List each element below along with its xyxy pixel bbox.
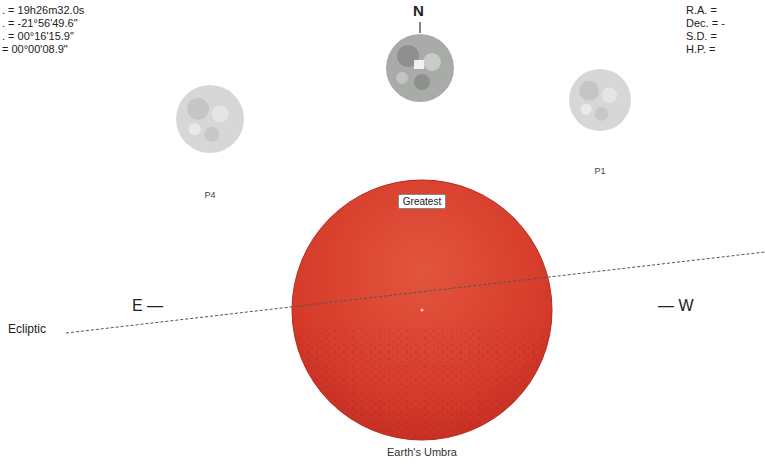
contact-label: P1 xyxy=(594,166,605,176)
ecliptic-label: Ecliptic xyxy=(8,322,46,336)
umbra-disc xyxy=(292,180,552,440)
coordinate-label: S.D. = xyxy=(686,30,717,42)
coordinate-label: H.P. = xyxy=(686,43,715,55)
coordinate-label: Dec. = - xyxy=(686,17,725,29)
coordinate-value: = 00°00'08.9" xyxy=(2,43,68,55)
moon-disc xyxy=(175,84,245,154)
greatest-label: Greatest xyxy=(403,196,441,207)
compass-north: N xyxy=(413,2,424,19)
coordinate-value: . = 00°16'15.9" xyxy=(2,30,74,42)
umbra-label: Earth's Umbra xyxy=(385,446,459,458)
coordinate-value: . = 19h26m32.0s xyxy=(2,4,84,16)
north-tick xyxy=(419,22,420,33)
moon-position: P4 xyxy=(175,84,245,204)
moon-position: P1 xyxy=(568,68,632,180)
coordinate-label: R.A. = xyxy=(686,4,717,16)
umbra-region: Earth's Umbra Greatest xyxy=(292,180,552,464)
greatest-tag: Greatest xyxy=(398,194,446,209)
compass-west: — W xyxy=(658,297,694,315)
moon-greatest xyxy=(386,34,454,102)
compass-east: E — xyxy=(132,297,163,315)
contact-label: P4 xyxy=(204,190,215,200)
moon-disc xyxy=(568,68,632,132)
ecliptic-line xyxy=(66,252,765,333)
coordinate-value: . = -21°56'49.6" xyxy=(2,17,78,29)
